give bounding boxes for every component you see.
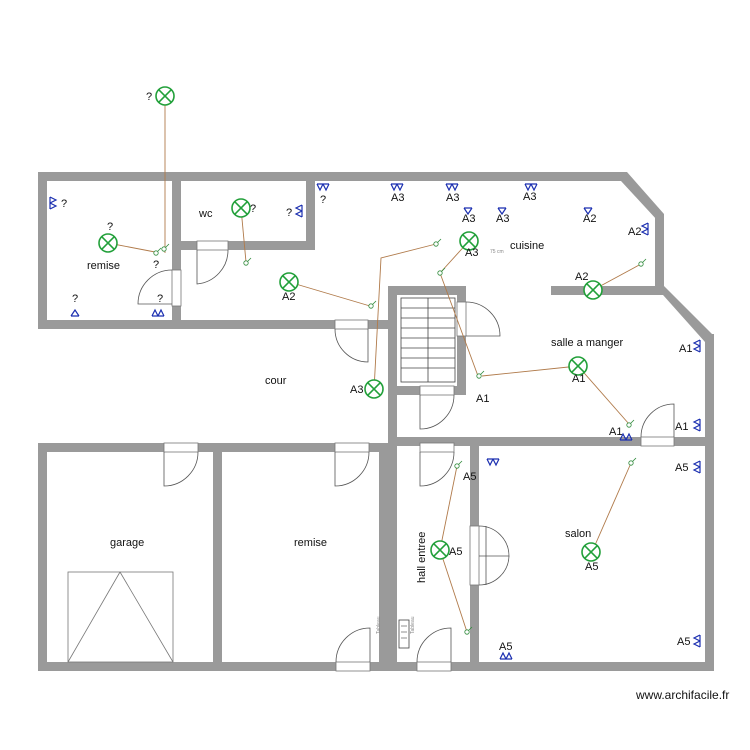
circuit-label: ? [72, 293, 78, 305]
switches [153, 238, 647, 635]
dimension-label: 75 cm [490, 249, 504, 255]
sockets [49, 183, 701, 660]
lamp-icon [459, 231, 479, 251]
switch-icon [464, 626, 473, 635]
lamp-icon [430, 540, 450, 560]
circuit-label: A1 [679, 343, 692, 355]
circuit-label: ? [107, 221, 113, 233]
circuit-label: A2 [628, 226, 641, 238]
watermark-link[interactable]: www.archifacile.fr [635, 688, 729, 702]
circuit-label: ? [146, 91, 152, 103]
room-label-remise: remise [87, 260, 120, 272]
switch-icon [437, 267, 446, 276]
circuit-label: A2 [282, 291, 295, 303]
circuit-label: A3 [523, 191, 536, 203]
socket-icon [619, 432, 633, 441]
socket-icon [692, 418, 701, 432]
room-label-cour: cour [265, 375, 287, 387]
staircase [400, 297, 456, 383]
switch-icon [153, 247, 162, 256]
socket-icon [692, 339, 701, 353]
socket-icon [390, 183, 404, 192]
switch-icon [628, 457, 637, 466]
circuit-label: A5 [585, 561, 598, 573]
lamp-icon [581, 542, 601, 562]
room-label-salon: salon [565, 528, 591, 540]
switch-icon [368, 300, 377, 309]
socket-icon [70, 308, 80, 317]
circuit-label: A3 [462, 213, 475, 225]
circuit-label: A5 [675, 462, 688, 474]
circuit-label: A3 [465, 247, 478, 259]
circuit-label: A3 [446, 192, 459, 204]
circuit-label: A3 [496, 213, 509, 225]
socket-icon [499, 651, 513, 660]
switch-icon [243, 257, 252, 266]
circuit-label: ? [61, 198, 67, 210]
room-label-cuisine: cuisine [510, 240, 544, 252]
room-label-garage: garage [110, 537, 144, 549]
socket-icon [316, 183, 330, 192]
socket-icon [524, 183, 538, 192]
circuit-label: ? [250, 203, 256, 215]
switch-icon [626, 419, 635, 428]
switch-icon [161, 243, 170, 252]
socket-icon [294, 204, 303, 218]
circuit-label: A1 [609, 426, 622, 438]
electrical-panel-icon [398, 619, 410, 649]
switch-icon [454, 460, 463, 469]
socket-icon [445, 183, 459, 192]
circuit-label: A1 [572, 373, 585, 385]
doors [137, 240, 675, 672]
socket-icon [497, 207, 507, 216]
garage-door [67, 571, 174, 663]
room-label-hall-entree: hall entree [416, 532, 428, 583]
circuit-label: ? [157, 293, 163, 305]
panel-caption: Tableau [376, 616, 382, 634]
circuit-label: ? [320, 194, 326, 206]
room-label-remise: remise [294, 537, 327, 549]
lamp-icon [568, 356, 588, 376]
socket-icon [151, 308, 165, 317]
room-label-salle-a-manger: salle a manger [551, 337, 623, 349]
circuit-label: A5 [677, 636, 690, 648]
socket-icon [49, 196, 58, 210]
circuit-label: ? [286, 207, 292, 219]
lamp-icon [155, 86, 175, 106]
socket-icon [463, 207, 473, 216]
circuit-label: A3 [391, 192, 404, 204]
circuit-label: A1 [476, 393, 489, 405]
lamp-icon [279, 272, 299, 292]
circuit-label: A2 [575, 271, 588, 283]
circuit-label: A5 [449, 546, 462, 558]
panel-caption: Tableau [410, 616, 416, 634]
walls [38, 172, 714, 671]
socket-icon [583, 207, 593, 216]
circuit-label: A1 [675, 421, 688, 433]
socket-icon [692, 460, 701, 474]
lamp-icon [231, 198, 251, 218]
circuit-label: A5 [499, 641, 512, 653]
switch-icon [638, 258, 647, 267]
lamp-icon [583, 280, 603, 300]
room-label-wc: wc [198, 208, 213, 220]
socket-icon [486, 458, 500, 467]
socket-icon [692, 634, 701, 648]
circuit-label: A2 [583, 213, 596, 225]
circuit-label: ? [153, 259, 159, 271]
socket-icon [640, 222, 649, 236]
switch-icon [433, 238, 442, 247]
circuit-label: A5 [463, 471, 476, 483]
switch-icon [476, 370, 485, 379]
lamp-icon [364, 379, 384, 399]
wires [107, 105, 642, 633]
lamp-icon [98, 233, 118, 253]
circuit-label: A3 [350, 384, 363, 396]
